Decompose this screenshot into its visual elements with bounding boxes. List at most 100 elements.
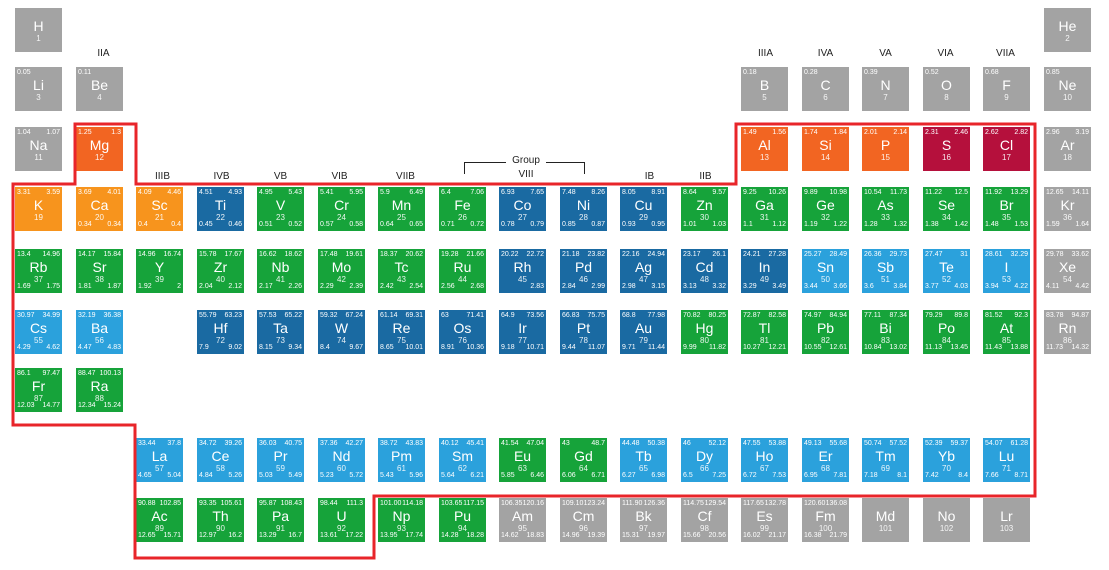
- element-value: 1.87: [107, 283, 121, 290]
- group-label-vib: VIB: [331, 171, 348, 182]
- element-atomic-number: 97: [639, 524, 648, 533]
- element-atomic-number: 84: [942, 336, 951, 345]
- element-value: 13.29: [259, 532, 277, 539]
- element-value: 52.39: [925, 440, 943, 447]
- element-value: 0.58: [349, 221, 363, 228]
- element-value: 21.18: [562, 251, 580, 258]
- group-label-ib: IB: [644, 171, 655, 182]
- element-symbol: Gd: [574, 448, 593, 464]
- element-symbol: Mn: [391, 197, 412, 213]
- element-value: 95.87: [259, 500, 277, 507]
- element-value: 10.98: [829, 189, 847, 196]
- element-value: 2.68: [470, 283, 484, 290]
- element-value: 5.85: [501, 472, 515, 479]
- element-value: 13.45: [950, 344, 968, 351]
- element-value: 1.07: [46, 129, 60, 136]
- element-symbol: Bk: [635, 508, 652, 524]
- element-atomic-number: 47: [639, 275, 648, 284]
- element-symbol: Hg: [695, 320, 714, 336]
- element-value: 59.37: [950, 440, 968, 447]
- element-symbol: Pt: [576, 320, 591, 336]
- element-symbol: Ni: [576, 197, 591, 213]
- element-value: 106.35: [501, 500, 523, 507]
- element-atomic-number: 25: [397, 213, 406, 222]
- element-value: 22.16: [622, 251, 640, 258]
- element-atomic-number: 68: [821, 464, 830, 473]
- element-symbol: Tm: [875, 448, 896, 464]
- element-value: 2.29: [320, 283, 334, 290]
- element-symbol: Pb: [816, 320, 835, 336]
- element-value: 1.48: [985, 221, 999, 228]
- group-viii-title: Group: [512, 155, 540, 166]
- element-symbol: U: [336, 508, 347, 524]
- element-symbol: Ba: [90, 320, 109, 336]
- element-value: 37.36: [320, 440, 338, 447]
- element-value: 14.17: [78, 251, 96, 258]
- element-value: 34.72: [199, 440, 217, 447]
- element-value: 12.5: [954, 189, 968, 196]
- group-label-iiia: IIIA: [757, 48, 773, 59]
- element-value: 10.54: [864, 189, 882, 196]
- element-atomic-number: 90: [216, 524, 225, 533]
- element-value: 28.61: [985, 251, 1003, 258]
- element-atomic-number: 88: [95, 394, 104, 403]
- element-value: 24.21: [743, 251, 761, 258]
- element-value: 5.72: [349, 472, 363, 479]
- element-atomic-number: 73: [276, 336, 285, 345]
- element-value: 17.74: [405, 532, 423, 539]
- element-value: 17.48: [320, 251, 338, 258]
- element-value: 4.01: [107, 189, 121, 196]
- element-atomic-number: 70: [942, 464, 951, 473]
- element-value: 12.34: [78, 402, 96, 409]
- element-value: 69.31: [405, 312, 423, 319]
- element-value: 11.22: [925, 189, 942, 196]
- element-value: 45.41: [466, 440, 484, 447]
- element-value: 80.25: [708, 312, 726, 319]
- element-value: 5.43: [380, 472, 394, 479]
- element-value: 61.14: [380, 312, 398, 319]
- element-value: 1.38: [925, 221, 939, 228]
- element-symbol: W: [334, 320, 349, 336]
- element-symbol: Fr: [31, 378, 46, 394]
- element-value: 3.59: [46, 189, 60, 196]
- element-value: 1.75: [46, 283, 60, 290]
- element-atomic-number: 60: [337, 464, 346, 473]
- element-value: 11.07: [588, 344, 605, 351]
- element-value: 1.74: [804, 129, 818, 136]
- element-symbol: Te: [939, 259, 954, 275]
- element-value: 5.96: [409, 472, 423, 479]
- element-value: 22.72: [526, 251, 544, 258]
- element-value: 13.29: [1010, 189, 1028, 196]
- element-value: 14.32: [1071, 344, 1089, 351]
- element-value: 12.65: [138, 532, 156, 539]
- element-atomic-number: 80: [700, 336, 709, 345]
- element-value: 3.19: [1075, 129, 1089, 136]
- element-value: 17.67: [224, 251, 242, 258]
- element-value: 6.98: [651, 472, 665, 479]
- element-value: 23.17: [683, 251, 701, 258]
- element-value: 8.26: [591, 189, 605, 196]
- element-atomic-number: 53: [1002, 275, 1011, 284]
- element-value: 100.13: [99, 370, 121, 377]
- element-value: 18.28: [466, 532, 484, 539]
